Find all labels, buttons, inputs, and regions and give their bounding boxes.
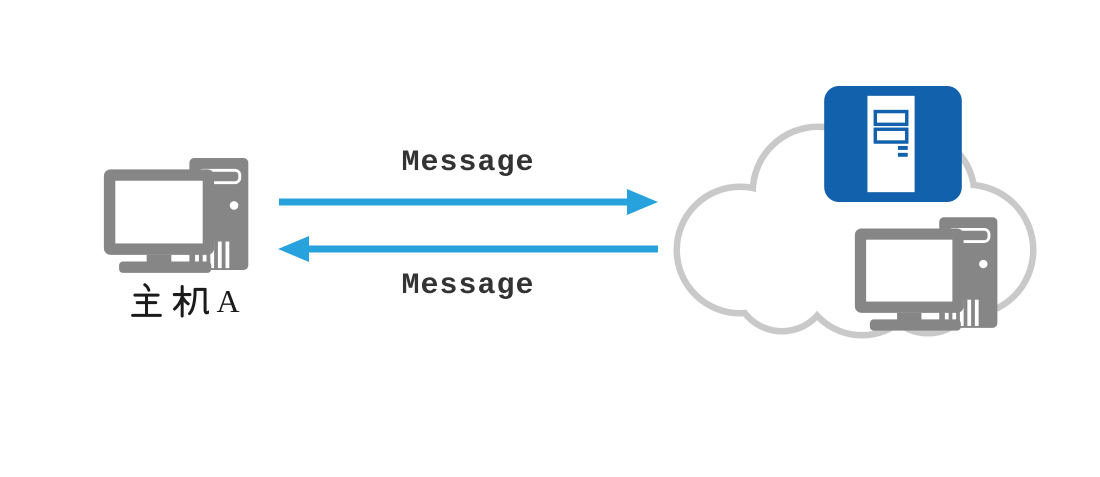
computer-monitor	[103, 169, 215, 273]
host-a-hanzi-glyph-zhu	[131, 283, 163, 317]
host-a-letter: A	[216, 283, 240, 319]
desktop-computer-icon	[854, 217, 998, 331]
host-a-label: A 主机 A	[96, 283, 272, 320]
desktop-computer-icon	[103, 157, 249, 273]
computer-monitor	[854, 228, 964, 331]
arrow-left-icon	[278, 236, 658, 262]
server-icon	[824, 86, 962, 202]
message-label-top: Message	[401, 146, 535, 180]
host-a-hanzi-glyph-ji	[173, 284, 210, 318]
message-label-bottom: Message	[401, 269, 535, 303]
arrow-right-icon	[279, 189, 658, 215]
